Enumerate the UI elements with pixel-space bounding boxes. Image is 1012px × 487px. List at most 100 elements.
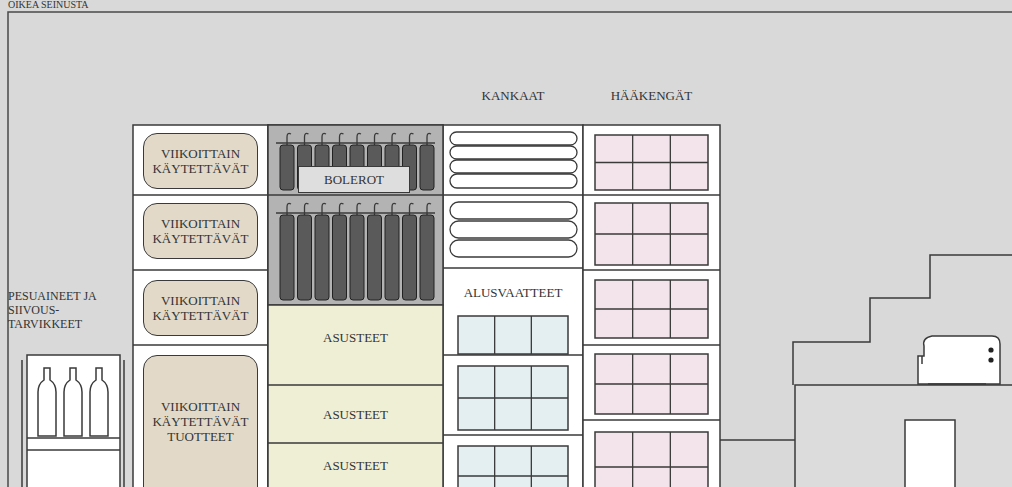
grid-line <box>595 308 708 309</box>
shelf-unit <box>268 384 443 386</box>
grid-line <box>595 383 708 384</box>
storage-box-grids <box>458 135 708 487</box>
shelf-unit <box>443 194 583 196</box>
hanger-hook <box>375 203 379 215</box>
cleaning-cart <box>21 360 23 487</box>
folded-fabrics <box>450 160 577 173</box>
box-grid <box>595 203 708 265</box>
grid-line <box>595 233 708 234</box>
area-label: OIKEA SEINUSTA <box>8 0 208 11</box>
shelf-unit <box>583 194 720 196</box>
bolero-garment <box>368 215 382 300</box>
bolero-garment <box>350 215 364 300</box>
box-grid <box>458 366 568 430</box>
cleaning-cart <box>27 355 120 487</box>
hanger-rod <box>276 142 435 144</box>
hanger-hook <box>305 133 309 145</box>
shelf-unit <box>268 194 443 196</box>
shelf-unit <box>443 267 583 269</box>
shelf-compartment: ASUSTEET <box>268 385 443 443</box>
hanger-rod <box>276 212 435 214</box>
shelf-compartment: ALUSVAATTEET <box>443 270 583 314</box>
hanger-hook <box>340 203 344 215</box>
shelf-unit <box>268 442 443 444</box>
cleaning-cart <box>123 360 125 487</box>
shelf-unit <box>583 344 720 346</box>
hanger-hook <box>375 133 379 145</box>
shelf-unit <box>583 419 720 421</box>
folded-fabrics <box>450 132 577 145</box>
storage-bin: VIIKOITTAIN KÄYTETTÄVÄT <box>143 280 258 336</box>
cleaning-cart <box>22 355 124 487</box>
sewing-corner <box>918 336 1000 384</box>
box-grid <box>595 354 708 414</box>
hanger-hook <box>410 133 414 145</box>
area-label: HÄÄKENGÄT <box>583 88 720 103</box>
grid-line <box>595 162 708 163</box>
node-text: ASUSTEET <box>323 458 388 473</box>
grid-line <box>531 316 532 354</box>
storage-bin: VIIKOITTAIN KÄYTETTÄVÄT TUOTTEET <box>143 355 258 487</box>
shelf-unit <box>133 269 268 271</box>
grid-line <box>458 475 568 476</box>
cleaning-cart <box>27 437 120 439</box>
bolero-garment <box>420 215 434 300</box>
hanger-hook <box>322 203 326 215</box>
hanger-hook <box>392 203 396 215</box>
area-label: PESUAINEET JA SIIVOUS- TARVIKKEET <box>8 289 126 331</box>
hanger-hook <box>322 133 326 145</box>
box-grid <box>458 446 568 487</box>
node-text: ALUSVAATTEET <box>464 285 563 300</box>
sewing-corner <box>988 357 993 362</box>
sewing-corner <box>921 356 923 364</box>
shelf-compartment: ASUSTEET <box>268 443 443 487</box>
folded-fabrics <box>450 240 577 257</box>
hanging-boleros <box>276 133 435 300</box>
bolero-garment <box>280 145 294 190</box>
sewing-corner <box>720 439 795 441</box>
grid-line <box>531 446 532 487</box>
folded-fabrics <box>450 174 577 188</box>
node-text: VIIKOITTAIN KÄYTETTÄVÄT <box>149 293 252 323</box>
hanger-hook <box>427 133 431 145</box>
folded-fabrics <box>450 132 577 257</box>
shelf-unit <box>443 434 583 436</box>
node-text: BOLEROT <box>324 172 384 187</box>
grid-line <box>494 446 495 487</box>
box-grid <box>458 316 568 354</box>
box-grid <box>595 280 708 338</box>
grid-line <box>670 432 671 487</box>
hanger-hook <box>357 133 361 145</box>
bolero-garment <box>403 215 417 300</box>
hanger-hook <box>287 203 291 215</box>
sewing-corner <box>905 420 955 487</box>
shelf-unit <box>133 344 268 346</box>
hanger-hook <box>357 203 361 215</box>
grid-line <box>494 316 495 354</box>
cleaning-cart <box>27 449 120 451</box>
node-text: ASUSTEET <box>323 330 388 345</box>
grid-line <box>458 397 568 398</box>
node-text: VIIKOITTAIN KÄYTETTÄVÄT <box>149 216 252 246</box>
storage-bin: VIIKOITTAIN KÄYTETTÄVÄT <box>143 203 258 259</box>
box-grid <box>595 432 708 487</box>
shelf-unit <box>443 125 583 487</box>
node-text: VIIKOITTAIN KÄYTETTÄVÄT TUOTTEET <box>149 399 252 444</box>
shelf-compartment: ASUSTEET <box>268 305 443 369</box>
bolero-garment <box>420 145 434 190</box>
shelf-unit <box>133 194 268 196</box>
hanger-hook <box>340 133 344 145</box>
cleaning-cart <box>90 368 108 436</box>
cleaning-cart <box>64 368 82 436</box>
hanger-hook <box>427 203 431 215</box>
folded-fabrics <box>450 202 577 219</box>
folded-fabrics <box>450 221 577 238</box>
sewing-corner <box>928 383 986 385</box>
hanger-hook <box>392 133 396 145</box>
sewing-corner <box>988 347 993 352</box>
hanger-hook <box>287 133 291 145</box>
bolero-garment <box>298 215 312 300</box>
storage-bin: VIIKOITTAIN KÄYTETTÄVÄT <box>143 133 258 189</box>
grid-line <box>595 466 708 467</box>
